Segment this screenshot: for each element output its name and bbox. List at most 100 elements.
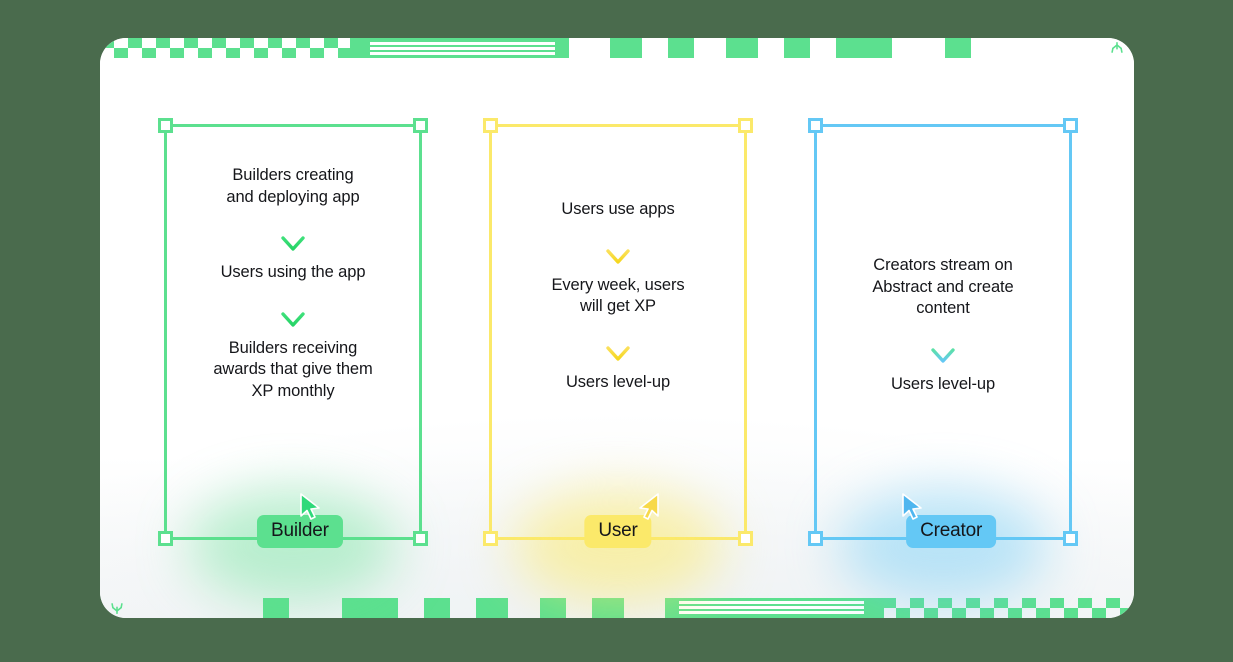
builder-handle-bottom-right[interactable]: [413, 531, 428, 546]
bottom-decorative-strip: [100, 598, 1134, 618]
user-handle-top-right[interactable]: [738, 118, 753, 133]
user-handle-top-left[interactable]: [483, 118, 498, 133]
strip-check-cell: [1008, 608, 1022, 618]
strip-check-cell: [882, 598, 896, 608]
strip-check-cell: [254, 48, 268, 58]
strip-check-cell: [296, 38, 310, 48]
strip-check-cell: [1120, 608, 1134, 618]
creator-frame-right: [1069, 124, 1072, 540]
builder-frame-left: [164, 124, 167, 540]
builder-frame-top: [165, 124, 421, 127]
strip-check-cell: [910, 598, 924, 608]
strip-check-cell: [310, 48, 324, 58]
strip-block: [592, 598, 624, 618]
strip-check-cell: [896, 608, 910, 618]
builder-frame-right: [419, 124, 422, 540]
strip-check-cell: [924, 608, 938, 618]
badge-creator[interactable]: Creator: [906, 515, 997, 548]
creator-step-2: Users level-up: [890, 374, 996, 393]
creator-handle-top-left[interactable]: [808, 118, 823, 133]
strip-check-cell: [282, 48, 296, 58]
strip-check-cell: [184, 38, 198, 48]
creator-handle-bottom-right[interactable]: [1063, 531, 1078, 546]
cursor-pointer-user[interactable]: [635, 492, 661, 522]
arrow-down-icon-builder-2: [281, 293, 305, 327]
strip-check-cell: [128, 38, 142, 48]
strip-block: [668, 38, 694, 58]
strip-check-cell: [338, 48, 352, 58]
abstract-logo-icon: [1111, 41, 1123, 53]
strip-stripe-line: [679, 601, 864, 604]
strip-block: [424, 598, 450, 618]
strip-check-cell: [114, 48, 128, 58]
strip-stripe-line: [370, 42, 555, 45]
builder-handle-bottom-left[interactable]: [158, 531, 173, 546]
strip-check-cell: [1036, 608, 1050, 618]
builder-handle-top-right[interactable]: [413, 118, 428, 133]
strip-check-cell: [240, 38, 254, 48]
top-decorative-strip: [100, 38, 1134, 58]
strip-check-cell: [1064, 608, 1078, 618]
strip-block: [540, 598, 566, 618]
strip-check-cell: [952, 608, 966, 618]
strip-check-cell: [1050, 598, 1064, 608]
strip-block: [263, 598, 289, 618]
strip-check-cell: [938, 598, 952, 608]
cursor-pointer-builder[interactable]: [298, 492, 324, 522]
strip-check-cell: [100, 38, 114, 48]
arrow-down-icon-creator-1: [931, 329, 955, 363]
user-step-3: Users level-up: [565, 372, 671, 391]
user-frame-right: [744, 124, 747, 540]
strip-check-cell: [212, 38, 226, 48]
strip-check-cell: [980, 608, 994, 618]
arrow-down-icon-builder-1: [281, 218, 305, 251]
strip-check-cell: [994, 598, 1008, 608]
strip-check-cell: [268, 38, 282, 48]
strip-check-cell: [142, 48, 156, 58]
creator-frame-top: [815, 124, 1071, 127]
strip-check-cell: [1092, 608, 1106, 618]
strip-stripe-line: [679, 606, 864, 609]
user-frame-left: [489, 124, 492, 540]
strip-block: [784, 38, 810, 58]
user-step-1: Users use apps: [561, 200, 675, 218]
strip-stripe-line: [370, 52, 555, 55]
creator-frame-left: [814, 124, 817, 540]
strip-stripe-line: [679, 611, 864, 614]
user-frame-top: [490, 124, 746, 127]
builder-handle-top-left[interactable]: [158, 118, 173, 133]
creator-handle-top-right[interactable]: [1063, 118, 1078, 133]
user-handle-bottom-right[interactable]: [738, 531, 753, 546]
strip-block: [945, 38, 971, 58]
badge-builder[interactable]: Builder: [256, 515, 343, 548]
strip-block: [836, 38, 892, 58]
arrow-down-icon-user-2: [606, 327, 630, 361]
strip-check-cell: [156, 38, 170, 48]
strip-check-cell: [198, 48, 212, 58]
strip-block: [610, 38, 642, 58]
strip-check-cell: [324, 38, 338, 48]
strip-stripe-line: [370, 47, 555, 50]
strip-check-cell: [1022, 598, 1036, 608]
creator-handle-bottom-left[interactable]: [808, 531, 823, 546]
strip-check-cell: [170, 48, 184, 58]
cursor-pointer-creator[interactable]: [900, 492, 926, 522]
abstract-logo-icon-bottom: [111, 603, 123, 615]
strip-check-cell: [1106, 598, 1120, 608]
strip-block: [476, 598, 508, 618]
strip-block: [342, 598, 398, 618]
builder-step-2: Users using the app: [220, 263, 366, 281]
strip-check-cell: [1078, 598, 1092, 608]
strip-block: [726, 38, 758, 58]
arrow-down-icon-user-1: [606, 230, 630, 264]
strip-check-cell: [966, 598, 980, 608]
user-handle-bottom-left[interactable]: [483, 531, 498, 546]
